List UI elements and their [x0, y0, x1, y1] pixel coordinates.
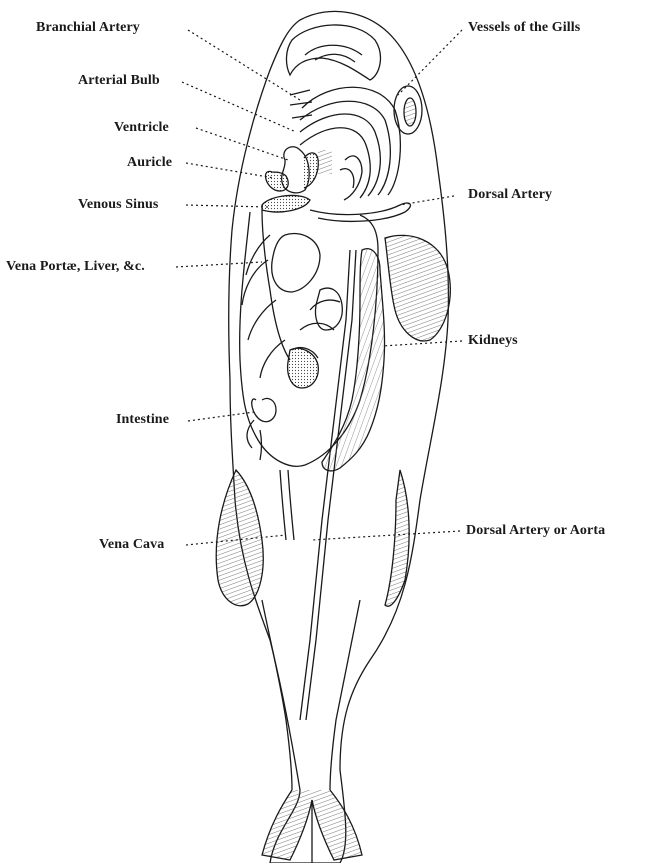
label-kidneys: Kidneys	[468, 333, 518, 349]
leader-vessels-gills	[398, 30, 462, 95]
label-vena-portae: Vena Portæ, Liver, &c.	[6, 259, 145, 275]
venous-sinus	[262, 195, 310, 212]
label-intestine: Intestine	[116, 412, 169, 428]
leader-venous-sinus	[186, 205, 268, 207]
leader-kidneys	[382, 341, 462, 346]
leader-dorsal-artery	[400, 196, 454, 205]
label-auricle: Auricle	[127, 155, 172, 171]
label-arterial-bulb: Arterial Bulb	[78, 73, 160, 89]
gill-arch-1	[302, 87, 400, 195]
dorsal-artery-upper	[310, 203, 410, 221]
leader-auricle	[186, 163, 274, 178]
leader-intestine	[188, 412, 254, 421]
leader-dorsal-aorta	[312, 531, 460, 540]
vena-cava	[280, 470, 294, 540]
label-dorsal-artery: Dorsal Artery	[468, 187, 552, 203]
leader-ventricle	[196, 128, 288, 160]
label-vessels-of-gills: Vessels of the Gills	[468, 20, 580, 36]
pectoral-fin	[385, 235, 450, 341]
label-dorsal-artery-aorta: Dorsal Artery or Aorta	[466, 523, 605, 539]
label-vena-cava: Vena Cava	[99, 537, 164, 553]
leader-arterial-bulb	[182, 82, 296, 132]
label-branchial-artery: Branchial Artery	[36, 20, 140, 36]
snout-outline	[286, 25, 380, 80]
intestine	[252, 398, 276, 460]
heart-auricle	[266, 171, 289, 191]
label-venous-sinus: Venous Sinus	[78, 197, 158, 213]
dorsal-aorta	[300, 250, 350, 720]
label-ventricle: Ventricle	[114, 120, 169, 136]
